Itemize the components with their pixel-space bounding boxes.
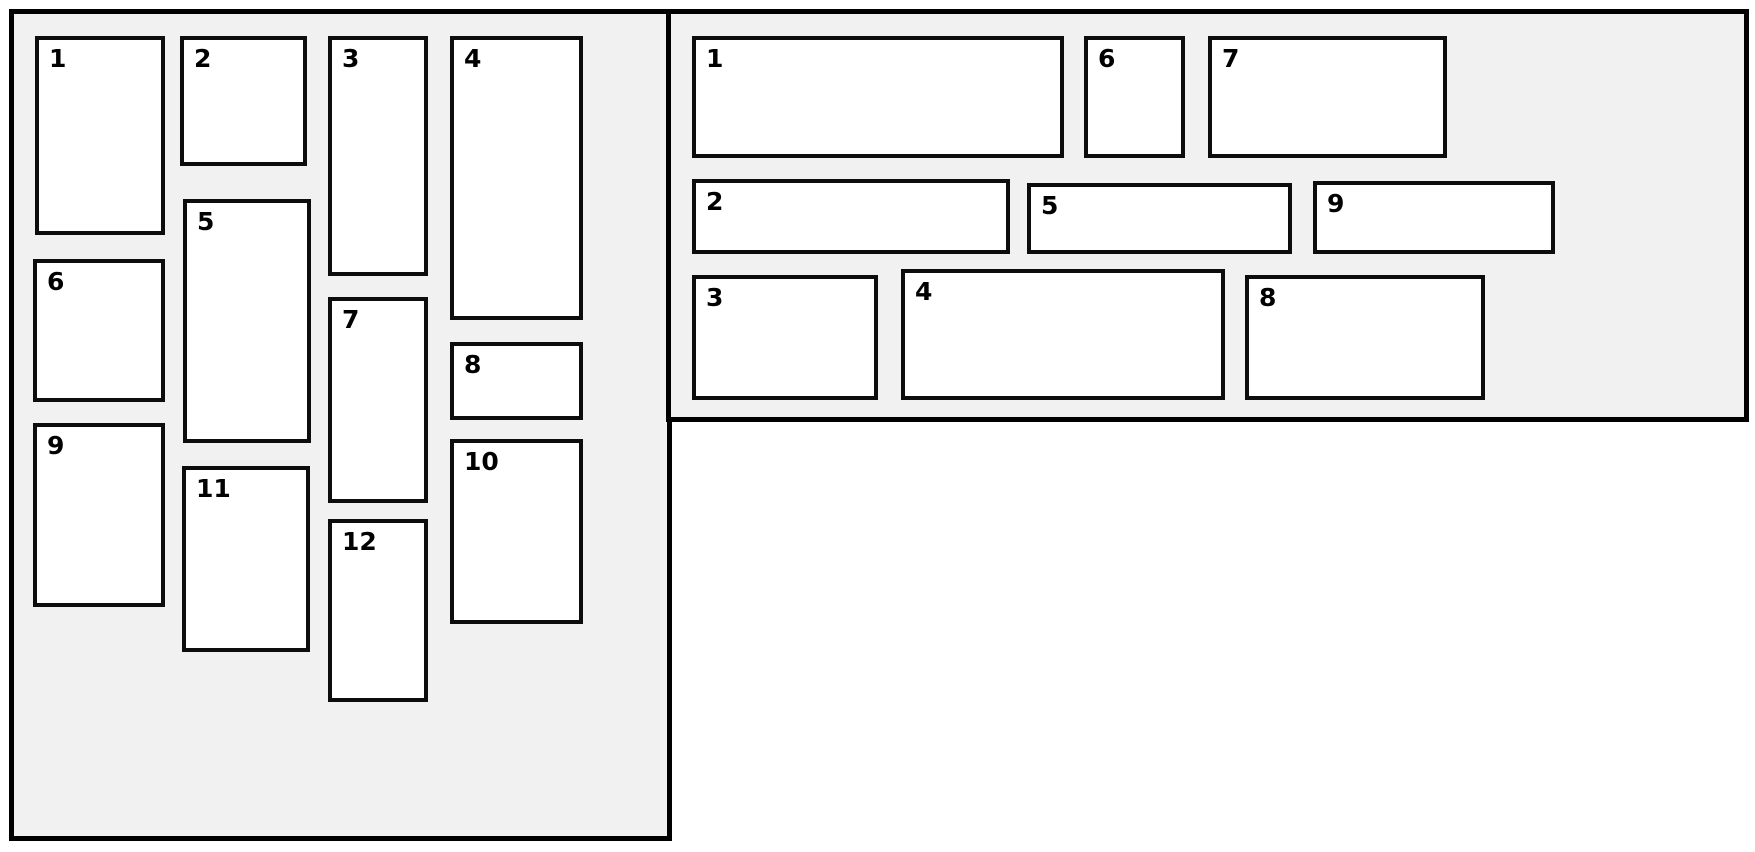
cell-label: 7 (342, 305, 360, 334)
cell-label: 7 (1222, 44, 1240, 73)
cell-9[interactable]: 9 (33, 423, 165, 607)
cell-1[interactable]: 1 (692, 36, 1064, 158)
cell-12[interactable]: 12 (328, 519, 428, 702)
cell-label: 10 (464, 447, 499, 476)
cell-1[interactable]: 1 (35, 36, 165, 235)
right-panel: 1 6 7 2 5 9 3 4 8 (666, 9, 1749, 422)
cell-4[interactable]: 4 (450, 36, 583, 320)
cell-6[interactable]: 6 (1084, 36, 1185, 158)
cell-4[interactable]: 4 (901, 269, 1225, 400)
cell-label: 4 (464, 44, 482, 73)
cell-label: 1 (49, 44, 67, 73)
cell-5[interactable]: 5 (1027, 183, 1292, 254)
cell-11[interactable]: 11 (182, 466, 310, 652)
cell-label: 6 (1098, 44, 1116, 73)
cell-label: 1 (706, 44, 724, 73)
cell-7[interactable]: 7 (1208, 36, 1447, 158)
cell-10[interactable]: 10 (450, 439, 583, 624)
cell-3[interactable]: 3 (328, 36, 428, 276)
cell-5[interactable]: 5 (183, 199, 311, 443)
cell-label: 2 (706, 187, 724, 216)
cell-label: 4 (915, 277, 933, 306)
cell-2[interactable]: 2 (180, 36, 307, 166)
cell-6[interactable]: 6 (33, 259, 165, 402)
cell-label: 5 (197, 207, 215, 236)
cell-label: 9 (1327, 189, 1345, 218)
cell-label: 3 (706, 283, 724, 312)
cell-label: 8 (1259, 283, 1277, 312)
cell-label: 6 (47, 267, 65, 296)
cell-label: 2 (194, 44, 212, 73)
cell-3[interactable]: 3 (692, 275, 878, 400)
cell-label: 5 (1041, 191, 1059, 220)
cell-label: 11 (196, 474, 231, 503)
cell-8[interactable]: 8 (1245, 275, 1485, 400)
cell-label: 9 (47, 431, 65, 460)
cell-8[interactable]: 8 (450, 342, 583, 420)
cell-label: 12 (342, 527, 377, 556)
cell-label: 3 (342, 44, 360, 73)
cell-9[interactable]: 9 (1313, 181, 1555, 254)
cell-2[interactable]: 2 (692, 179, 1010, 254)
cell-7[interactable]: 7 (328, 297, 428, 503)
cell-label: 8 (464, 350, 482, 379)
